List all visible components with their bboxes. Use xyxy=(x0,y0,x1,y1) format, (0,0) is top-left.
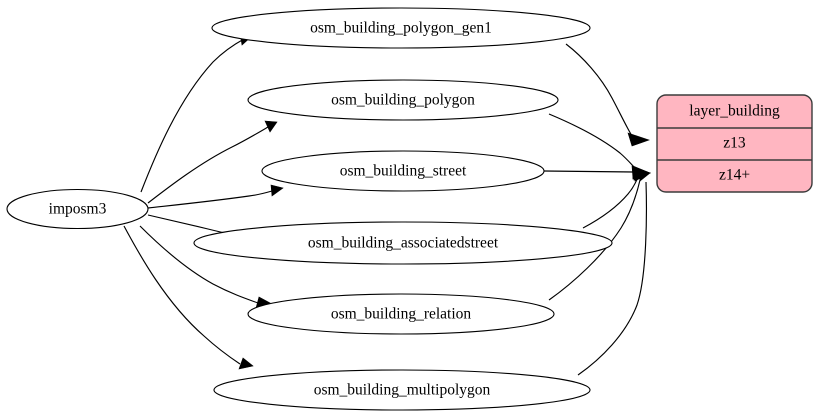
node-osm_building_multipolygon[interactable]: osm_building_multipolygon xyxy=(213,369,591,411)
node-shape-ellipse[interactable] xyxy=(261,150,545,192)
node-osm_building_polygon_gen1[interactable]: osm_building_polygon_gen1 xyxy=(211,7,591,49)
edge-group-tables-to-layer xyxy=(543,43,651,376)
node-shape-ellipse[interactable] xyxy=(247,293,555,335)
edge-path xyxy=(565,43,633,137)
arrow-head-icon xyxy=(638,169,651,182)
node-label-osm_building_relation: osm_building_relation xyxy=(331,306,472,323)
edge-path xyxy=(123,225,241,365)
edge-path xyxy=(582,176,639,229)
node-label-osm_building_street: osm_building_street xyxy=(340,163,467,180)
node-label-osm_building_associatedstreet: osm_building_associatedstreet xyxy=(308,235,499,252)
edge-path xyxy=(140,38,245,193)
edge-imposm3-to-osm_building_street xyxy=(147,184,284,209)
arrow-head-icon xyxy=(270,184,284,197)
edge-imposm3-to-osm_building_multipolygon xyxy=(123,225,254,370)
edge-path xyxy=(147,126,269,204)
edge-osm_building_multipolygon-to-z14plus xyxy=(577,169,651,376)
node-shape-ellipse[interactable] xyxy=(247,79,559,121)
node-label-imposm3: imposm3 xyxy=(49,201,107,218)
edge-path xyxy=(577,181,647,376)
node-label-osm_building_multipolygon: osm_building_multipolygon xyxy=(314,382,491,399)
node-osm_building_polygon[interactable]: osm_building_polygon xyxy=(247,79,559,121)
arrow-head-icon xyxy=(627,132,650,147)
record-box-background[interactable] xyxy=(656,94,813,193)
edge-path xyxy=(147,190,273,209)
record-row-zoom-z13[interactable]: z13 xyxy=(723,135,746,152)
node-osm_building_relation[interactable]: osm_building_relation xyxy=(247,293,555,335)
node-label-osm_building_polygon: osm_building_polygon xyxy=(331,92,475,109)
arrow-head-icon xyxy=(264,120,278,133)
node-shape-ellipse[interactable] xyxy=(193,221,613,265)
edge-path xyxy=(543,170,635,173)
node-shape-ellipse[interactable] xyxy=(213,369,591,411)
edge-osm_building_polygon_gen1-to-z13 xyxy=(565,43,650,147)
record-row-zoom-z14plus[interactable]: z14+ xyxy=(719,167,750,184)
edge-imposm3-to-osm_building_polygon xyxy=(147,120,278,204)
arrow-head-icon xyxy=(238,357,254,370)
edge-path xyxy=(139,225,259,304)
node-imposm3[interactable]: imposm3 xyxy=(6,188,149,230)
node-osm_building_associatedstreet[interactable]: osm_building_associatedstreet xyxy=(193,221,613,265)
edge-path xyxy=(548,113,637,170)
edge-path xyxy=(548,179,641,301)
record-row-layer-name[interactable]: layer_building xyxy=(689,103,780,120)
node-label-osm_building_polygon_gen1: osm_building_polygon_gen1 xyxy=(310,20,492,37)
node-layer_building[interactable]: layer_building z13 z14+ xyxy=(656,94,813,193)
node-shape-ellipse[interactable] xyxy=(211,7,591,49)
node-shape-ellipse[interactable] xyxy=(6,188,149,230)
node-osm_building_street[interactable]: osm_building_street xyxy=(261,150,545,192)
